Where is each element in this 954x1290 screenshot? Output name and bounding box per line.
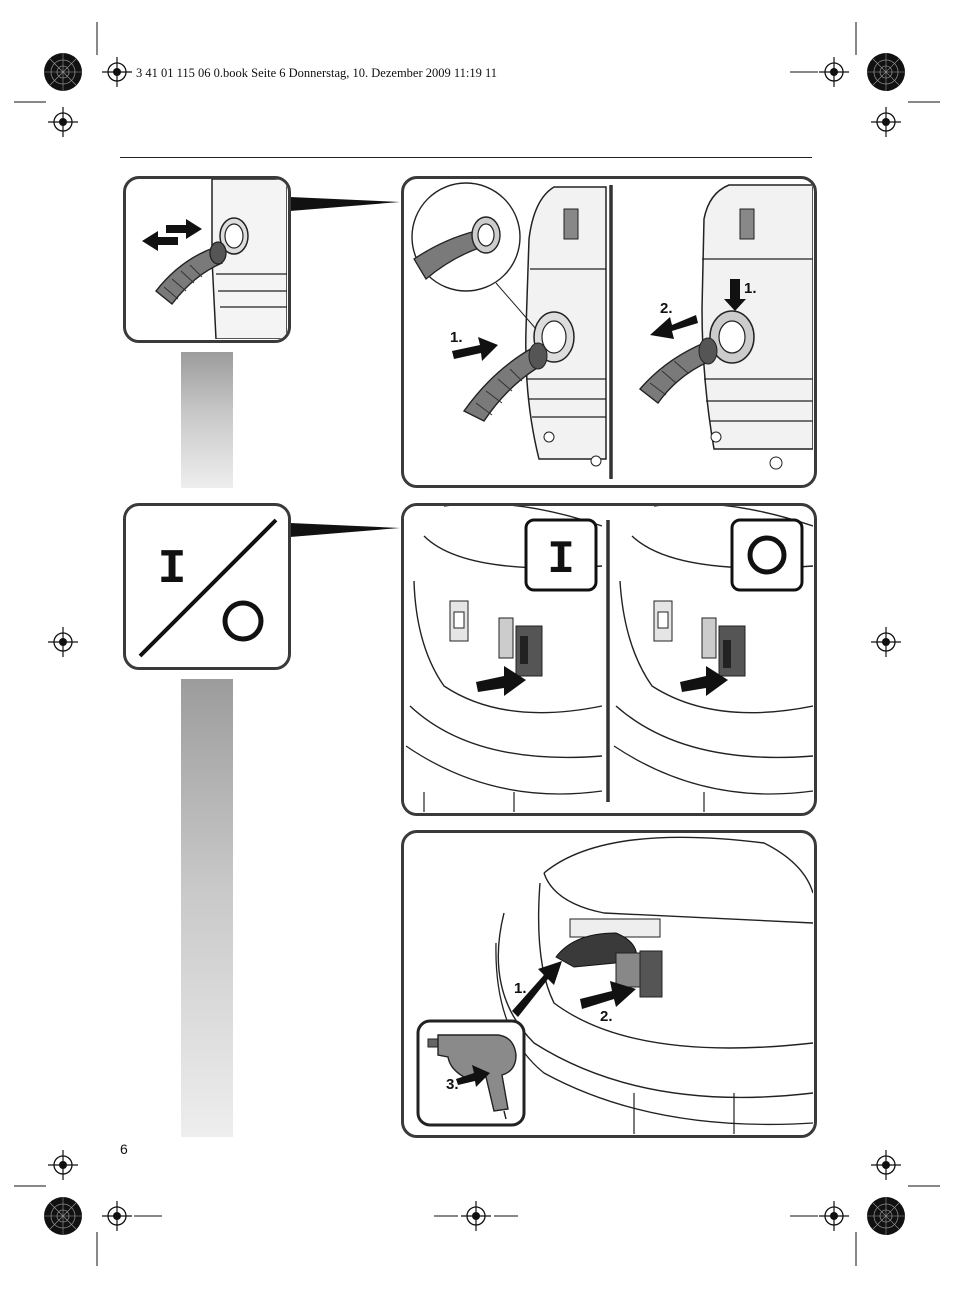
vacuum-body-right (701, 184, 813, 470)
switch-arrow-icon (580, 981, 636, 1009)
arrow-icon (452, 337, 498, 361)
hose-icon-panel (123, 176, 291, 343)
off-symbol-icon (747, 535, 787, 575)
hose-step-2-label: 2. (660, 300, 673, 317)
hose-step-1-label: 1. (450, 329, 463, 346)
pull-arrow-icon (650, 315, 698, 339)
hose-icon (155, 241, 227, 305)
off-symbol-box (730, 518, 804, 592)
vacuum-with-socket (495, 836, 813, 1134)
hose-icon (638, 337, 718, 405)
hose-icon (462, 342, 548, 422)
tool-step-1-label: 1. (514, 980, 527, 997)
tool-step-3-label: 3. (446, 1076, 459, 1093)
on-symbol: I (158, 543, 187, 597)
switch-off-arrow-icon (680, 666, 728, 696)
side-bar-top (181, 352, 233, 488)
print-header: 3 41 01 115 06 0.book Seite 6 Donnerstag… (136, 66, 498, 80)
hose-figure-panel: 1. 1. 2. (401, 176, 817, 488)
page-number: 6 (120, 1141, 128, 1157)
vacuum-body-left (525, 186, 607, 467)
press-down-arrow-icon (724, 279, 746, 311)
on-symbol-label: I (547, 534, 575, 586)
tool-step-2-label: 2. (600, 1008, 613, 1025)
drill-inset: 3. (416, 1019, 526, 1127)
off-symbol-icon (222, 600, 264, 642)
on-symbol-box: I (524, 518, 598, 592)
hose-step-1b-label: 1. (744, 280, 757, 297)
tool-socket-figure-panel: 1. 2. 3. (401, 830, 817, 1138)
header-rule (120, 157, 812, 158)
trigger-arrow-icon (456, 1065, 490, 1087)
switch-on-arrow-icon (476, 666, 526, 696)
switch-icon-panel: I (123, 503, 291, 670)
push-pull-arrows-icon (142, 219, 202, 251)
detail-magnifier (411, 182, 537, 330)
insert-arrow-icon (512, 961, 562, 1017)
side-bar-bottom (181, 679, 233, 1137)
switch-figure-panel: I (401, 503, 817, 816)
